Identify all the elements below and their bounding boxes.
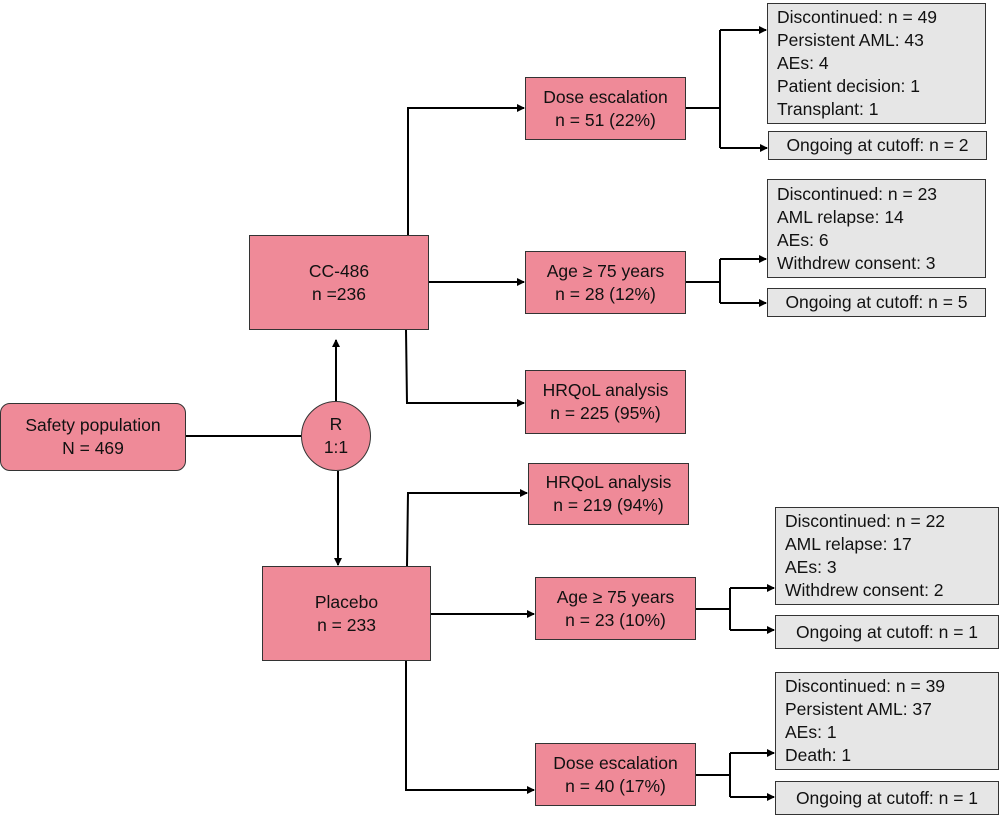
- placebo-dose-discontinued-box: Discontinued: n = 39 Persistent AML: 37 …: [775, 672, 999, 770]
- box-count: n = 225 (95%): [550, 403, 661, 423]
- line-pl-dose-split: [696, 753, 731, 797]
- box-title: HRQoL analysis: [545, 472, 672, 492]
- outcome-line: AEs: 3: [785, 557, 837, 577]
- node-label: R: [329, 414, 343, 434]
- outcome-line: AEs: 4: [777, 53, 829, 73]
- box-count: n =236: [311, 283, 366, 304]
- placebo-dose-escalation-box: Dose escalation n = 40 (17%): [535, 743, 696, 806]
- box-count: N = 469: [62, 438, 124, 458]
- outcome-line: Withdrew consent: 2: [785, 580, 944, 600]
- outcome-line: Discontinued: n = 23: [777, 183, 938, 204]
- box-count: n = 219 (94%): [553, 495, 664, 515]
- cc486-age-ongoing-box: Ongoing at cutoff: n = 5: [767, 288, 986, 317]
- node-ratio: 1:1: [323, 437, 349, 457]
- outcome-line: Transplant: 1: [777, 99, 879, 119]
- arrow-cc-to-hrqol: [405, 329, 525, 407]
- safety-population-box: Safety population N = 469: [0, 403, 186, 471]
- cc486-dose-ongoing-box: Ongoing at cutoff: n = 2: [768, 131, 987, 160]
- box-count: n = 40 (17%): [565, 775, 666, 796]
- box-title: Dose escalation: [543, 86, 668, 107]
- outcome-line: Persistent AML: 43: [777, 30, 924, 50]
- box-title: CC-486: [308, 260, 370, 281]
- placebo-hrqol-box: HRQoL analysis n = 219 (94%): [528, 463, 689, 525]
- outcome-line: Ongoing at cutoff: n = 5: [785, 292, 968, 312]
- cc486-dose-escalation-box: Dose escalation n = 51 (22%): [525, 77, 686, 140]
- outcome-line: Withdrew consent: 3: [777, 252, 936, 273]
- box-count: n = 233: [317, 614, 376, 635]
- outcome-line: Ongoing at cutoff: n = 2: [786, 135, 969, 155]
- line-pl-age-split: [696, 588, 731, 630]
- line-cc-dose-split: [686, 30, 721, 148]
- box-count: n = 51 (22%): [555, 109, 656, 130]
- line-cc-age-split: [686, 259, 721, 303]
- arrow-pl-to-dose: [405, 661, 535, 794]
- outcome-line: AEs: 6: [777, 229, 829, 250]
- outcome-line: Death: 1: [785, 745, 852, 765]
- cc486-arm-box: CC-486 n =236: [249, 235, 429, 330]
- outcome-line: Persistent AML: 37: [785, 699, 932, 719]
- outcome-line: AEs: 1: [785, 722, 837, 742]
- cc486-age-discontinued-box: Discontinued: n = 23 AML relapse: 14 AEs…: [767, 179, 986, 278]
- outcome-line: Discontinued: n = 39: [785, 676, 946, 696]
- outcome-line: Ongoing at cutoff: n = 1: [795, 787, 979, 808]
- outcome-line: AML relapse: 17: [785, 534, 912, 554]
- box-count: n = 28 (12%): [555, 283, 656, 304]
- box-title: Dose escalation: [553, 752, 678, 773]
- box-title: Placebo: [314, 591, 379, 612]
- cc486-age75-box: Age ≥ 75 years n = 28 (12%): [525, 251, 686, 314]
- outcome-line: Ongoing at cutoff: n = 1: [795, 621, 979, 642]
- placebo-age-ongoing-box: Ongoing at cutoff: n = 1: [775, 615, 999, 649]
- outcome-line: Discontinued: n = 22: [785, 511, 946, 531]
- box-title: Age ≥ 75 years: [556, 586, 675, 607]
- randomization-node: R 1:1: [301, 401, 371, 471]
- cc486-dose-discontinued-box: Discontinued: n = 49 Persistent AML: 43 …: [767, 3, 986, 124]
- box-title: Safety population: [25, 415, 161, 435]
- placebo-dose-ongoing-box: Ongoing at cutoff: n = 1: [775, 781, 999, 815]
- box-title: Age ≥ 75 years: [546, 260, 665, 281]
- arrow-pl-to-hrqol: [406, 489, 528, 567]
- box-title: HRQoL analysis: [542, 380, 669, 400]
- placebo-arm-box: Placebo n = 233: [262, 566, 431, 661]
- outcome-line: Discontinued: n = 49: [777, 7, 938, 27]
- outcome-line: Patient decision: 1: [777, 76, 921, 96]
- placebo-age-discontinued-box: Discontinued: n = 22 AML relapse: 17 AEs…: [775, 507, 999, 605]
- outcome-line: AML relapse: 14: [777, 206, 904, 227]
- cc486-hrqol-box: HRQoL analysis n = 225 (95%): [525, 370, 686, 434]
- box-count: n = 23 (10%): [565, 609, 666, 630]
- placebo-age75-box: Age ≥ 75 years n = 23 (10%): [535, 577, 696, 640]
- arrow-cc-to-dose: [407, 104, 525, 235]
